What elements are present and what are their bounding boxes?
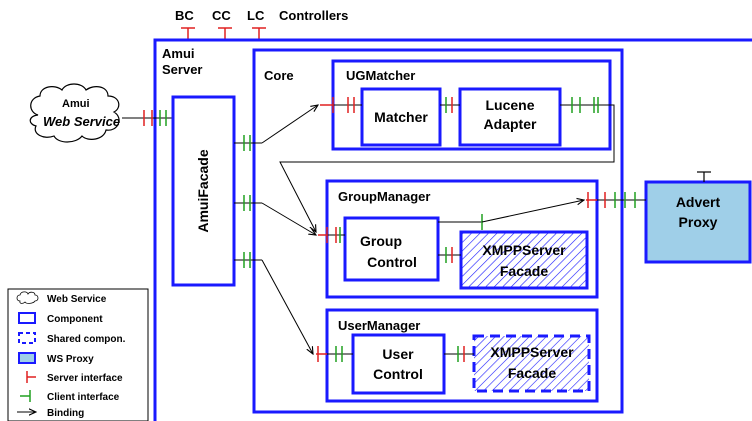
controller-bc-label: BC <box>175 8 194 23</box>
ug-matcher-label: UGMatcher <box>346 68 415 83</box>
bindings <box>261 104 615 354</box>
xmpp-server-facade-group-box <box>459 230 589 290</box>
web-service-line1: Amui <box>62 98 90 110</box>
legend-web-service: Web Service <box>47 294 107 305</box>
lucene-adapter-line2: Adapter <box>484 116 537 132</box>
xmpp-user-line2: Facade <box>508 365 556 381</box>
user-manager-box <box>325 308 599 403</box>
legend-client-interface: Client interface <box>47 392 120 403</box>
legend-component: Component <box>47 314 103 325</box>
web-service-interface <box>122 110 173 126</box>
user-manager-interfaces <box>316 346 474 362</box>
advert-proxy-line2: Proxy <box>679 214 718 230</box>
controllers-label: Controllers <box>279 8 348 23</box>
amui-server-label-line1: Amui <box>162 46 195 61</box>
amui-server-box <box>153 38 752 421</box>
controller-lc-label: LC <box>247 8 265 23</box>
matcher-label: Matcher <box>374 109 428 125</box>
group-manager-interfaces <box>318 214 483 263</box>
binding-group-to-advert <box>481 200 584 223</box>
advert-proxy-interfaces <box>586 171 711 208</box>
binding-facade-to-usermanager <box>261 259 313 354</box>
matcher-box <box>360 87 442 147</box>
group-control-box <box>343 216 440 282</box>
legend-binding: Binding <box>47 408 84 419</box>
amui-facade-interfaces <box>234 135 262 268</box>
lucene-adapter-line1: Lucene <box>485 97 534 113</box>
user-control-line1: User <box>382 346 414 362</box>
amui-facade-box <box>171 95 236 287</box>
core-label: Core <box>264 68 294 83</box>
binding-facade-to-ugmatcher <box>261 105 318 144</box>
xmpp-server-facade-user-box <box>472 334 591 393</box>
web-service-line2: Web Service <box>43 114 120 129</box>
advert-proxy-box <box>644 180 752 264</box>
controller-interfaces <box>181 27 266 40</box>
group-control-line2: Control <box>367 254 417 270</box>
controller-cc-label: CC <box>212 8 231 23</box>
amui-facade-label: AmuiFacade <box>195 149 211 232</box>
legend-ws-proxy-icon <box>18 352 36 364</box>
user-control-box <box>351 333 446 395</box>
binding-lucene-to-groupmanager <box>279 104 615 232</box>
ug-matcher-interfaces <box>320 97 610 113</box>
core-box <box>252 48 624 414</box>
xmpp-group-line2: Facade <box>500 263 548 279</box>
legend: Web Service Component Shared compon. WS … <box>7 288 149 421</box>
web-service-cloud: Amui Web Service <box>29 83 120 143</box>
group-manager-label: GroupManager <box>338 189 430 204</box>
legend-shared: Shared compon. <box>47 334 126 345</box>
group-control-line1: Group <box>360 233 402 249</box>
amui-server-label-line2: Server <box>162 62 202 77</box>
legend-ws-proxy: WS Proxy <box>47 354 94 365</box>
legend-cloud-icon <box>16 291 39 304</box>
binding-facade-to-groupmanager <box>261 202 316 235</box>
xmpp-group-line1: XMPPServer <box>482 242 566 258</box>
xmpp-user-line1: XMPPServer <box>490 344 574 360</box>
lucene-adapter-box <box>458 87 562 147</box>
legend-component-icon <box>18 312 36 324</box>
controllers-group: BC CC LC Controllers <box>175 8 348 40</box>
advert-proxy-line1: Advert <box>676 194 721 210</box>
user-manager-label: UserManager <box>338 318 420 333</box>
cloud-icon <box>29 83 120 143</box>
legend-server-interface: Server interface <box>47 373 123 384</box>
user-control-line2: Control <box>373 366 423 382</box>
legend-shared-icon <box>18 332 36 344</box>
